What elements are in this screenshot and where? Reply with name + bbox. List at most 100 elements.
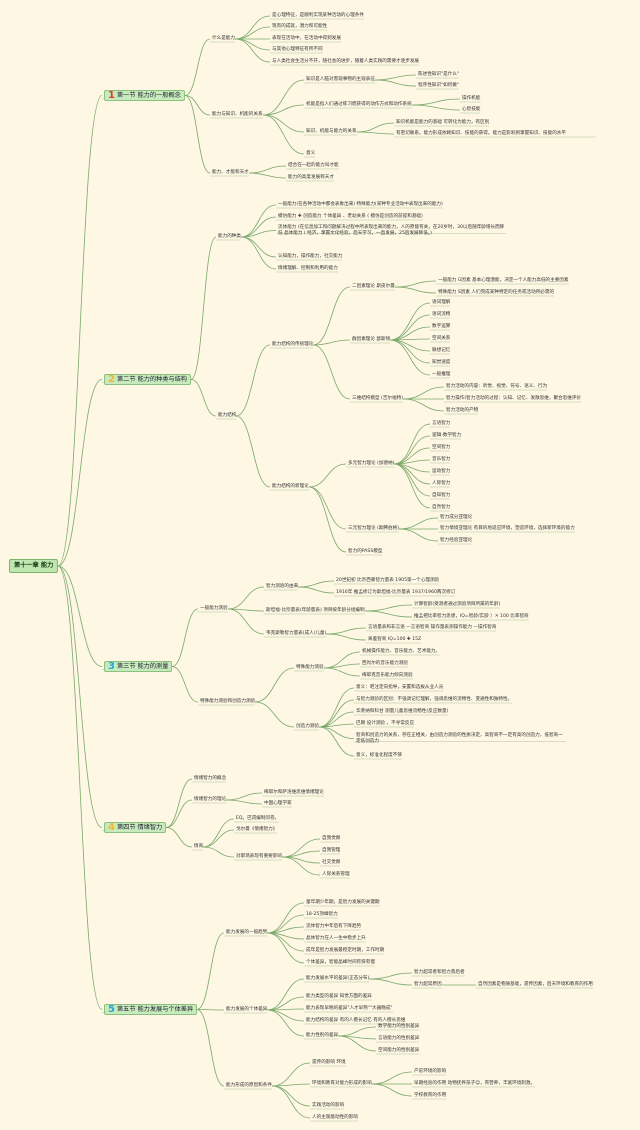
s4-theory-c0[interactable]: 梅耶尔和萨洛维思维情绪理论 [264, 790, 324, 795]
s5-level[interactable]: 能力发展水平的差异(正态分布) [306, 976, 370, 981]
s3-sp-c1[interactable]: 西肖尔的音乐能力测验 [362, 661, 408, 666]
s1-talent[interactable]: 能力、才能和天才 [212, 170, 249, 175]
s2-new[interactable]: 能力结构的新理论 [272, 484, 309, 489]
s2-structure[interactable]: 能力结构 [218, 413, 237, 418]
s2-group[interactable]: 群因素理论 瑟斯顿 [352, 337, 391, 342]
s4-theory[interactable]: 情绪智力的理论 [194, 797, 227, 802]
s2-multi-c4[interactable]: 运动智力 [432, 469, 451, 474]
s2-two-factor[interactable]: 二因素理论 斯皮尔曼 [352, 284, 395, 289]
s3-creat-c2[interactable]: 华莱纳和科甘 测量儿童思维流畅性(反应数量) [356, 709, 449, 714]
s2-kinds-c4[interactable]: 情绪理解、控制和利用的能力 [278, 266, 338, 271]
s3-creat[interactable]: 创造力测验 [296, 724, 319, 729]
s5-gender-c2[interactable]: 空间能力的性别差异 [378, 1048, 420, 1053]
s3-creat-c4[interactable]: 智商和创造力的关系，存在正相关，由创造力测验的性质决定，高智商不一定有高的创造力… [356, 733, 563, 744]
s5-trend-c5[interactable]: 个体差异，智能晶峰时间有快有慢 [306, 960, 375, 965]
root-node[interactable]: 第十一章 能力 [9, 559, 59, 573]
s2-multi-c0[interactable]: 言语智力 [432, 421, 451, 426]
s3-wechsler-c1[interactable]: 离差智商 IQ=100 ✚ 15Z [368, 637, 422, 642]
s2-kinds[interactable]: 能力的种类 [218, 234, 241, 239]
s2-kinds-c0[interactable]: 一般能力(在各种活动中都会表象出来) 特殊能力(某种专业活动中表现出来的能力) [278, 202, 443, 207]
s2-group-c6[interactable]: 一般推理 [432, 372, 451, 377]
s2-kinds-c3[interactable]: 认知能力，操作能力，社交能力 [278, 254, 343, 259]
s2-multi-c1[interactable]: 逻辑-数学智力 [432, 433, 462, 438]
s5-indiv[interactable]: 能力发展的个体差异 [226, 1007, 268, 1012]
s4-career[interactable]: 对职场表现有重要影响 [236, 854, 282, 859]
s5-env-c1[interactable]: 早期经验的作用 动物抚养孩子😊，育营养，丰富环境刺激。 [414, 1081, 536, 1086]
s2-tri-c2[interactable]: 智力经验亚理论 [440, 538, 473, 543]
s1-talent-c0[interactable]: 结合在一起的能力叫才能 [288, 163, 339, 168]
s2-pass[interactable]: 智力的PASS模型 [348, 549, 383, 554]
s4-career-c2[interactable]: 社交觉察 [322, 860, 341, 865]
s5-type[interactable]: 能力类型的差异 知觉方面的差异 [306, 994, 372, 999]
s2-multi-c3[interactable]: 音乐智力 [432, 457, 451, 462]
s2-group-c4[interactable]: 联想记忆 [432, 348, 451, 353]
s2-tri-c0[interactable]: 智力成分亚理论 [440, 515, 473, 520]
s4-career-c1[interactable]: 自我管理 [322, 848, 341, 853]
s2-group-c1[interactable]: 语词流畅 [432, 312, 451, 317]
s5-trend-c3[interactable]: 晶体智力在人一生中稳步上升 [306, 936, 366, 941]
s3-creat-c5[interactable]: 意义，标准化程度不够 [356, 753, 402, 758]
s1-rel-ks-c0[interactable]: 知识机能是能力的基础 可转化为能力，有区别 [396, 120, 490, 125]
s4-influence[interactable]: 情商 [194, 844, 204, 849]
s2-group-c2[interactable]: 数字运算 [432, 324, 451, 329]
s3-wechsler-c0[interactable]: 言语量表和非言语 —言语智商 操作量表测操作能力 —操作智商 [368, 625, 497, 630]
s1-rel-m[interactable]: 意义 [306, 151, 316, 156]
s3-origin-c0[interactable]: 20世纪初 比奈西蒙智力量表 1905第一个心理测验 [336, 578, 440, 583]
s2-three-c2[interactable]: 智力活动的产物 [446, 408, 479, 413]
s2-group-c5[interactable]: 知觉速度 [432, 360, 451, 365]
s3-binet-c1[interactable]: 推孟把比率智力思想，IQ=智龄/实龄 ）✕ 100 比率智商 [414, 614, 529, 619]
s2-multi-c2[interactable]: 空间智力 [432, 445, 451, 450]
s3-binet[interactable]: 斯坦福-比奈量表(年龄量表) 项目按年龄分组编制 [266, 608, 365, 613]
s2-three-c0[interactable]: 智力活动的内容：听觉、视觉、符号、语义、行为 [446, 384, 548, 389]
s3-wechsler[interactable]: 韦克斯勒智力量表(成人/儿童) [266, 631, 327, 636]
s2-kinds-c1[interactable]: 模仿能力 ✚ 创造能力 个体差异 、老幼关系 ( 模仿是创造的前提和基础) [278, 214, 423, 219]
s3-origin[interactable]: 智力测验的由来 [266, 584, 299, 589]
s3-creat-c3[interactable]: 巴朗 设计测验 ，不寻常反应 [356, 721, 415, 726]
s5-level-c0[interactable]: 智力超常者和智力落后者 [414, 970, 465, 975]
s1-rel-k-c0[interactable]: 陈述性知识"是什么" [418, 72, 459, 77]
s3-sp[interactable]: 特殊能力测验 [296, 665, 324, 670]
s2-multi[interactable]: 多元智力理论 (加德纳) [348, 461, 395, 466]
s3-sp-c0[interactable]: 机械操作能力、音乐能力、艺术能力。 [362, 649, 441, 654]
s3-sp-c2[interactable]: 梅耶克音乐能力倾向测验 [362, 673, 413, 678]
s1-what-c1[interactable]: 现有的成就，潜力和可能性 [272, 24, 328, 29]
s1-what-c4[interactable]: 与人类社会生活分不开，随社会的进步，随着人类实践的需要才逐步发展 [272, 59, 420, 64]
s5-trend-c1[interactable]: 18-25顶峰智力 [306, 912, 338, 917]
s2-kinds-c2[interactable]: 流体能力 (在信息加工和问题解决过程中所表现出来的能力，人的原能有关，在20岁时… [278, 225, 505, 236]
s5-practice[interactable]: 实践活动的影响 [312, 1103, 345, 1108]
s2-two-c0[interactable]: 一般能力 G因素 基本心理潜能，决定一个人能力高低的主要因素 [438, 278, 569, 283]
s5-gender[interactable]: 能力性别的差异 [306, 1033, 339, 1038]
s5-struct[interactable]: 能力结构的差异 有的人擅长记忆 有的人擅长思维 [306, 1018, 406, 1023]
s1-what[interactable]: 什么是能力 [212, 36, 235, 41]
s1-talent-c1[interactable]: 能力的高度发展称天才 [288, 175, 334, 180]
s3-special[interactable]: 特殊能力测验和创造力测验 [200, 699, 256, 704]
s4-career-c0[interactable]: 自我觉察 [322, 836, 341, 841]
s5-trend-c4[interactable]: 成年是智力发展最稳定时期，工作时期 [306, 948, 385, 953]
s1-rel-k[interactable]: 知识是人脑对客观事物的主观表征 [306, 77, 375, 82]
s4-career-c3[interactable]: 人际关系管理 [322, 872, 350, 877]
s2-multi-c7[interactable]: 自然智力 [432, 505, 451, 510]
s2-multi-c5[interactable]: 人际智力 [432, 481, 451, 486]
s2-three-c1[interactable]: 智力操作(智力活动的过程：认知、记忆、发散思维，聚合思维评价 [446, 396, 582, 401]
s1-what-c2[interactable]: 表现在活动中，在活动中得到发展 [272, 36, 341, 41]
s5-gender-c1[interactable]: 言语能力的性别差异 [378, 1036, 420, 1041]
s1-what-c3[interactable]: 与其他心理特征有所不同 [272, 47, 323, 52]
s5-env[interactable]: 环境和教育对能力形成的影响 [312, 1081, 372, 1086]
s5-env-c0[interactable]: 产前环境的影响 [414, 1069, 447, 1074]
s5-heredity[interactable]: 遗传的影响 环境 [312, 1060, 346, 1065]
s3-creat-c0[interactable]: 意义：吧注定向指导，安置和选拔从业人员 [356, 685, 444, 690]
s2-two-c1[interactable]: 特殊能力 S因素 人们完成某种特定的任务或活动所必需的 [438, 290, 555, 295]
s5-trend[interactable]: 能力发展的一般趋势 [226, 930, 268, 935]
s5-early[interactable]: 能力表现早晚的差异"人才早熟""大器晚成" [306, 1006, 393, 1011]
s5-trend-c0[interactable]: 童年期少年期，是智力发展的关键期 [306, 900, 380, 905]
s1-rel-s-c0[interactable]: 操作机能 [462, 96, 481, 101]
s4-inf-c1[interactable]: 戈尔曼《情绪智力》 [236, 827, 278, 832]
s2-group-c3[interactable]: 空间关系 [432, 336, 451, 341]
s2-group-c0[interactable]: 语词理解 [432, 300, 451, 305]
s5-env-c2[interactable]: 学校教育的作用 [414, 1093, 447, 1098]
s4-concept[interactable]: 情绪智力的概念 [194, 776, 227, 781]
s2-multi-c6[interactable]: 自知智力 [432, 493, 451, 498]
